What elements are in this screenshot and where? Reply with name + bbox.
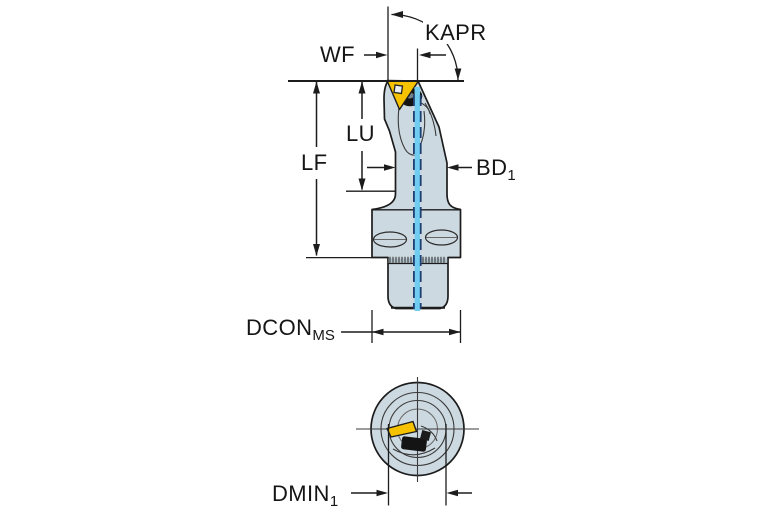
dim-label-kapr: KAPR [423, 20, 489, 45]
cutting-insert-end-view [386, 420, 418, 438]
dim-label-lf: LF [299, 150, 330, 175]
dim-bd1 [367, 164, 472, 171]
dim-label-lu: LU [344, 121, 377, 146]
dim-label-wf: WF [318, 42, 358, 67]
dim-wf [364, 6, 446, 81]
dim-dcon-ms [341, 310, 462, 343]
main-view [288, 6, 472, 343]
dim-label-dcon-ms: DCONMS [244, 315, 337, 344]
dim-lu [346, 81, 396, 192]
flange-slots [372, 229, 459, 248]
clamp-end-view [392, 425, 438, 456]
dim-label-bd1: BD1 [474, 155, 518, 184]
end-view [351, 377, 479, 506]
dim-lf [306, 81, 372, 259]
dim-dmin1 [351, 424, 472, 506]
dim-label-dmin1: DMIN1 [270, 481, 341, 510]
end-view-crosshair [356, 377, 479, 482]
centerline [412, 87, 422, 311]
